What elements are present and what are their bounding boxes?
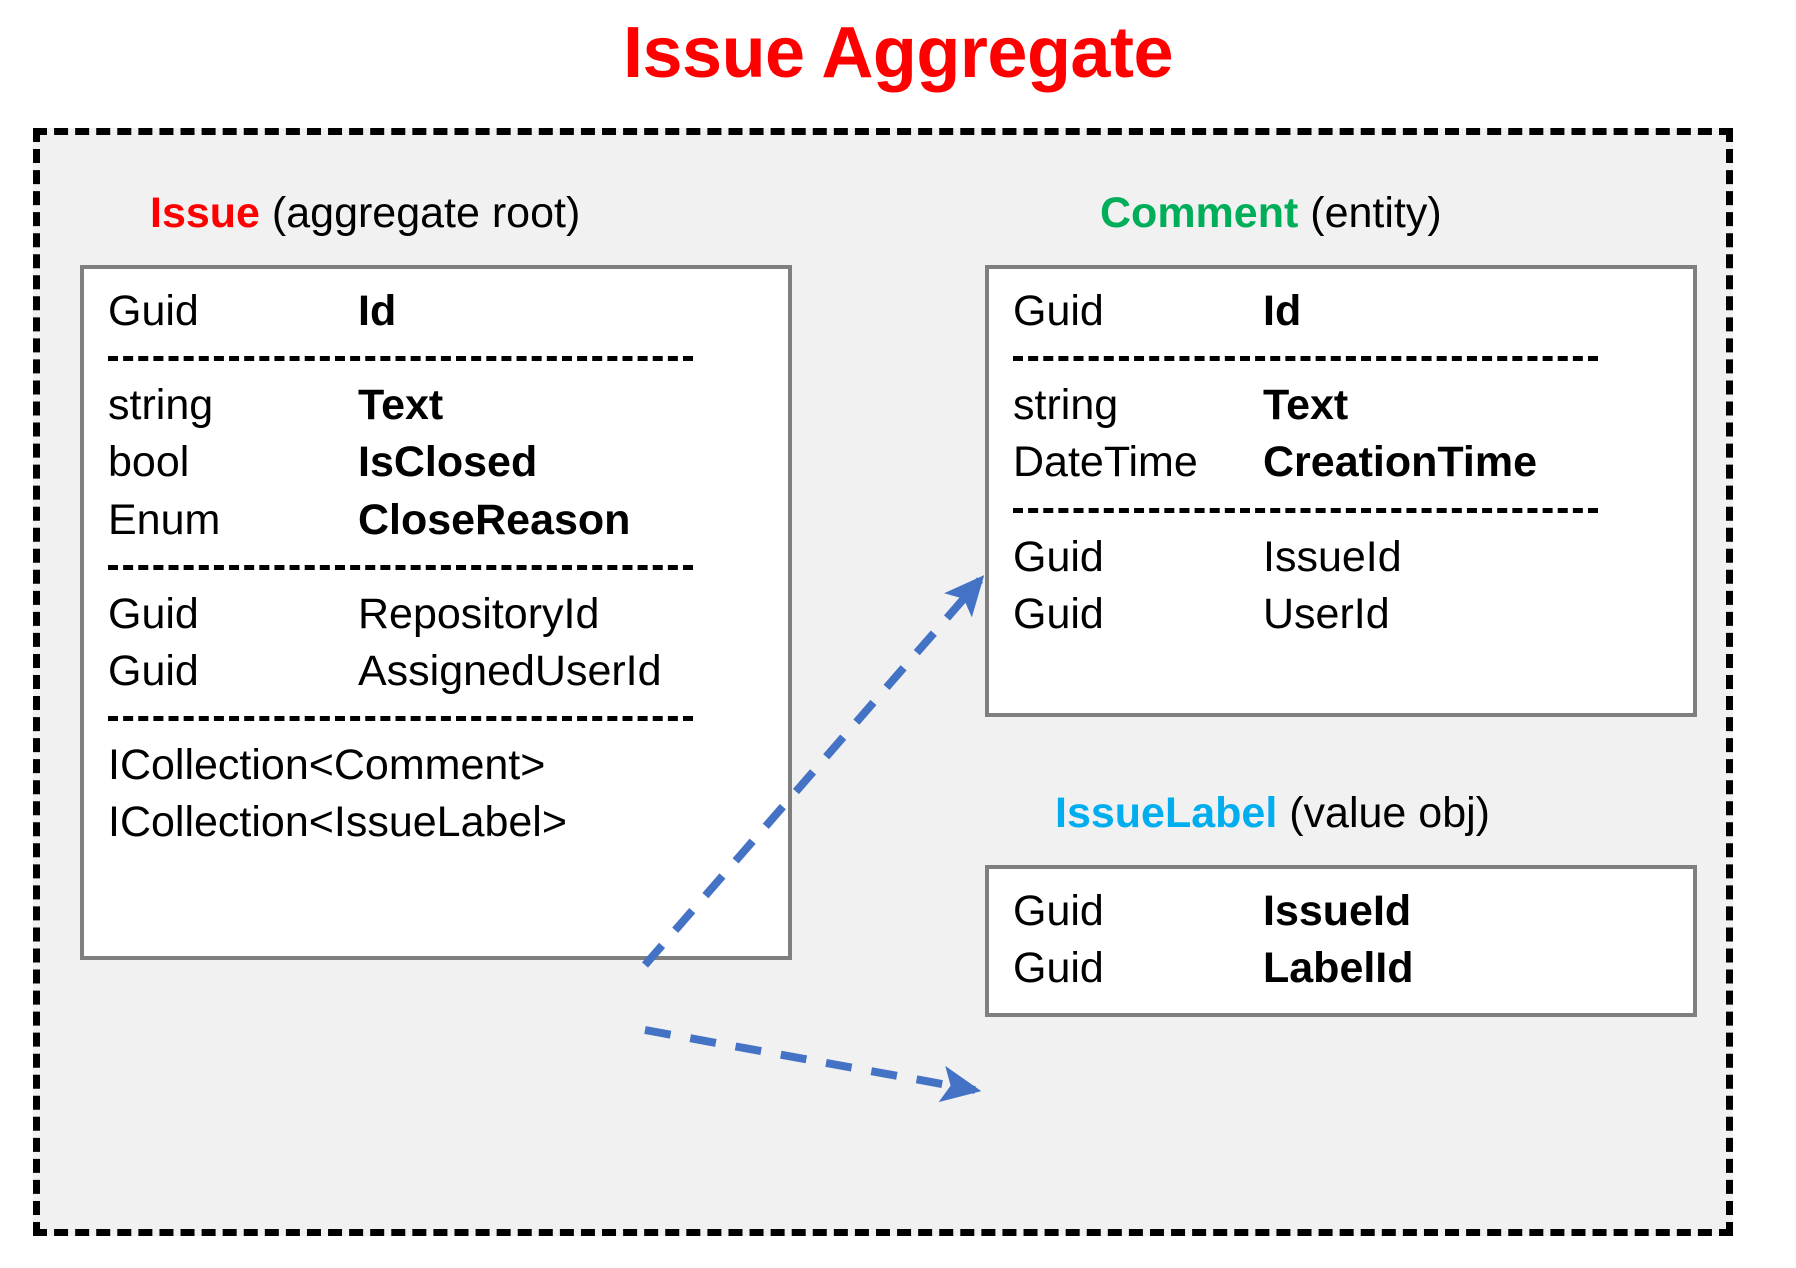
field-row: Enum CloseReason: [108, 492, 788, 549]
section-divider: [1013, 356, 1598, 362]
page-title: Issue Aggregate: [622, 13, 1174, 93]
field-name: UserId: [1263, 589, 1390, 638]
field-row: string Text: [1013, 377, 1693, 434]
entity-kind-issue: (aggregate root): [271, 189, 581, 237]
entity-heading-comment: Comment (entity): [1100, 189, 1442, 237]
field-row: Guid IssueId: [1013, 883, 1693, 940]
entity-kind-issuelabel: (value obj): [1289, 789, 1490, 837]
field-type: bool: [108, 438, 190, 487]
section-divider: [108, 564, 693, 570]
field-row: bool IsClosed: [108, 434, 788, 491]
field-type: Guid: [108, 646, 199, 695]
section-divider: [108, 716, 693, 722]
field-row: string Text: [108, 377, 788, 434]
field-row: ICollection<Comment>: [108, 737, 788, 794]
field-name: IssueId: [1263, 532, 1402, 581]
section-divider: [108, 356, 693, 362]
field-row: Guid Id: [108, 283, 788, 340]
field-name: Text: [1263, 381, 1349, 430]
entity-name-comment: Comment: [1100, 189, 1299, 237]
field-type: Guid: [108, 287, 199, 335]
entity-heading-issuelabel: IssueLabel (value obj): [1055, 789, 1490, 837]
entity-name-issue: Issue: [150, 189, 260, 237]
field-type: ICollection<IssueLabel>: [108, 798, 567, 847]
field-row: Guid Id: [1013, 283, 1693, 340]
field-type: ICollection<Comment>: [108, 741, 546, 790]
class-box-issuelabel: Guid IssueId Guid LabelId: [985, 865, 1697, 1017]
entity-heading-issue: Issue (aggregate root): [150, 189, 581, 237]
field-type: Guid: [1013, 287, 1104, 335]
field-row: Guid IssueId: [1013, 529, 1693, 586]
field-name: AssignedUserId: [358, 646, 662, 695]
field-type: Guid: [1013, 887, 1104, 935]
field-row: Guid LabelId: [1013, 940, 1693, 997]
field-type: Guid: [108, 589, 199, 638]
field-type: Enum: [108, 495, 221, 544]
field-type: string: [108, 381, 214, 430]
field-name: RepositoryId: [358, 589, 600, 638]
field-row: Guid AssignedUserId: [108, 643, 788, 700]
field-name: IsClosed: [358, 438, 538, 487]
class-box-comment: Guid Id string Text DateTime CreationTim…: [985, 265, 1697, 717]
field-name: LabelId: [1263, 944, 1414, 993]
field-name: Text: [358, 381, 444, 430]
field-row: Guid RepositoryId: [108, 586, 788, 643]
field-name: Id: [1263, 287, 1302, 335]
entity-name-issuelabel: IssueLabel: [1055, 789, 1278, 837]
field-name: CreationTime: [1263, 438, 1537, 487]
field-row: Guid UserId: [1013, 586, 1693, 643]
field-name: CloseReason: [358, 495, 631, 544]
field-type: DateTime: [1013, 438, 1198, 487]
field-type: Guid: [1013, 589, 1104, 638]
field-row: ICollection<IssueLabel>: [108, 794, 788, 851]
class-box-issue: Guid Id string Text bool IsClosed Enum C…: [80, 265, 792, 960]
entity-kind-comment: (entity): [1310, 189, 1442, 237]
field-row: DateTime CreationTime: [1013, 434, 1693, 491]
field-type: Guid: [1013, 532, 1104, 581]
field-type: string: [1013, 381, 1119, 430]
section-divider: [1013, 507, 1598, 513]
field-name: IssueId: [1263, 887, 1412, 935]
field-type: Guid: [1013, 944, 1104, 993]
field-name: Id: [358, 287, 397, 335]
